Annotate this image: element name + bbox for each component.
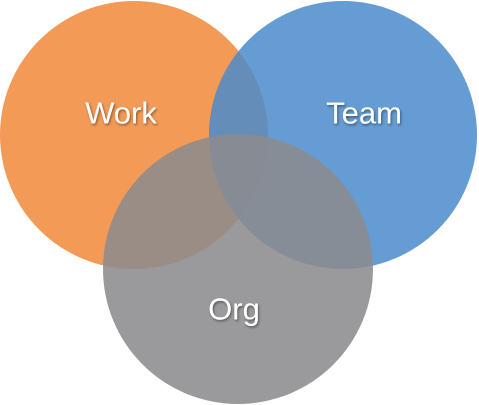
work-label: Work: [85, 96, 157, 131]
org-label: Org: [208, 292, 260, 327]
team-label: Team: [326, 96, 402, 131]
org-circle: [103, 134, 373, 404]
